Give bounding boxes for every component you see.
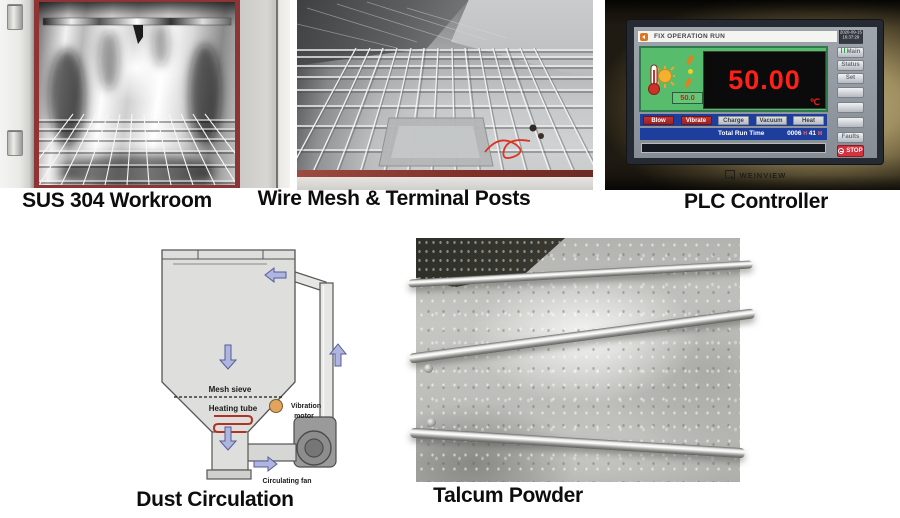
- stop-label: STOP: [846, 147, 863, 154]
- side-button-blank-1: [837, 87, 864, 98]
- setpoint-value: 50.0: [672, 92, 703, 104]
- terminal-post-2: [538, 133, 544, 139]
- plc-photo: FIX OPERATION RUN 2020-09-15 16:37:29 50…: [605, 0, 900, 190]
- pause-icon: [840, 48, 846, 53]
- temperature-value: 50.00: [728, 65, 801, 95]
- terminal-post-1: [529, 124, 537, 132]
- progress-bar: [641, 143, 826, 153]
- title-arrow-icon: [640, 32, 648, 41]
- heat-indicator-icon: [683, 54, 697, 91]
- mode-button-heat: Heat: [793, 115, 824, 125]
- door-hinge-top: [7, 4, 23, 30]
- workroom-caption: SUS 304 Workroom: [22, 189, 212, 212]
- vibration-motor-dot: [269, 399, 283, 413]
- side-button-set: Set: [837, 73, 864, 84]
- dust-circulation-diagram: Mesh sieve Heating tube Vibration motor …: [148, 240, 348, 490]
- rack-joint-1: [424, 364, 433, 373]
- circulating-fan-label: Circulating fan: [262, 478, 311, 485]
- workroom-mesh: [18, 113, 260, 186]
- temperature-panel: 50.0 50.00 ℃: [639, 46, 828, 112]
- weinview-logo: WEINVIEW: [708, 170, 803, 181]
- flow-arrow-right-duct: [253, 455, 278, 473]
- workroom-photo: [0, 0, 290, 190]
- run-time-bar: Total Run Time 0006 H 41 M: [640, 128, 827, 140]
- sensor-hook: [133, 25, 143, 44]
- run-hours: 0006: [787, 130, 802, 137]
- side-button-blank-3: [837, 117, 864, 128]
- dust-diagram-svg: Mesh sieve Heating tube Vibration motor …: [161, 249, 348, 485]
- workroom-reflections: [18, 17, 260, 190]
- temperature-unit: ℃: [809, 97, 821, 107]
- wire-mesh-caption: Wire Mesh & Terminal Posts: [257, 187, 531, 210]
- plc-caption: PLC Controller: [684, 190, 828, 213]
- mesh-slant-shadow: [297, 47, 593, 176]
- stop-icon: [838, 148, 845, 154]
- mesh-shadow: [39, 121, 235, 184]
- run-time-values: 0006 H 41 M: [787, 128, 822, 140]
- flow-arrow-left-return: [264, 266, 287, 284]
- heating-tube-label: Heating tube: [209, 404, 258, 413]
- fan-hub: [304, 438, 324, 458]
- side-button-status: Status: [837, 60, 864, 71]
- mode-button-vibrate: Vibrate: [680, 115, 712, 125]
- mode-button-bar: Blow Vibrate Charge Vacuum Heat: [640, 114, 827, 126]
- hours-unit: H: [803, 131, 807, 137]
- riser-pipe: [319, 282, 334, 421]
- thermometer-sun-icon: [648, 64, 675, 95]
- mesh-sieve-label: Mesh sieve: [209, 385, 252, 394]
- talcum-caption: Talcum Powder: [433, 484, 583, 507]
- minutes-unit: M: [817, 131, 822, 137]
- wire-mesh-grid: [297, 1, 593, 176]
- flow-arrows: [218, 266, 348, 473]
- back-mesh: [297, 1, 508, 49]
- stop-button: STOP: [837, 145, 864, 157]
- mode-button-charge: Charge: [718, 115, 749, 125]
- side-button-main-label: Main: [846, 49, 861, 55]
- dust-caption: Dust Circulation: [136, 488, 294, 511]
- heating-tube-coil: [212, 415, 254, 433]
- chrome-rail: [42, 17, 232, 26]
- mode-button-blow: Blow: [643, 115, 674, 125]
- flow-arrow-down-chamber: [218, 344, 238, 370]
- vibration-motor-label-1: Vibration: [291, 403, 321, 410]
- plc-date: 2020-09-15: [839, 30, 862, 36]
- monitor-icon: [724, 170, 735, 181]
- run-minutes: 41: [808, 130, 817, 137]
- run-time-label: Total Run Time: [718, 130, 765, 137]
- cabinet-side-wall: [240, 0, 290, 188]
- door-hinge-bottom: [7, 130, 23, 156]
- talcum-photo: [408, 238, 756, 482]
- terminal-wire: [484, 139, 531, 159]
- flow-arrow-up-riser: [328, 343, 348, 367]
- mesh-slant-wires: [297, 47, 593, 176]
- side-button-faults: Faults: [837, 132, 864, 143]
- temperature-display: 50.00 ℃: [703, 51, 826, 109]
- plc-time: 16:37:29: [842, 35, 860, 41]
- flow-arrow-down-neck: [218, 426, 238, 451]
- door-seal-frame: [18, 0, 260, 190]
- rack-joint-2: [427, 418, 436, 427]
- neck-flange: [206, 469, 252, 480]
- side-button-blank-2: [837, 102, 864, 113]
- plc-datetime: 2020-09-15 16:37:29: [839, 30, 863, 44]
- brand-name: WEINVIEW: [739, 171, 787, 180]
- side-button-main: Main: [837, 47, 864, 58]
- door-sill-seal: [297, 170, 593, 177]
- mode-button-vacuum: Vacuum: [755, 115, 787, 125]
- door-sill: [297, 177, 593, 190]
- plc-title-bar: FIX OPERATION RUN: [637, 30, 838, 43]
- wire-mesh-photo: [297, 0, 593, 190]
- vibration-motor-label-2: motor: [294, 413, 314, 420]
- stainless-interior: [18, 2, 260, 190]
- shelf-plate-highlight: [391, 126, 480, 158]
- plc-title: FIX OPERATION RUN: [654, 33, 726, 40]
- chamber-door: [0, 0, 36, 188]
- bottom-duct: [246, 443, 297, 462]
